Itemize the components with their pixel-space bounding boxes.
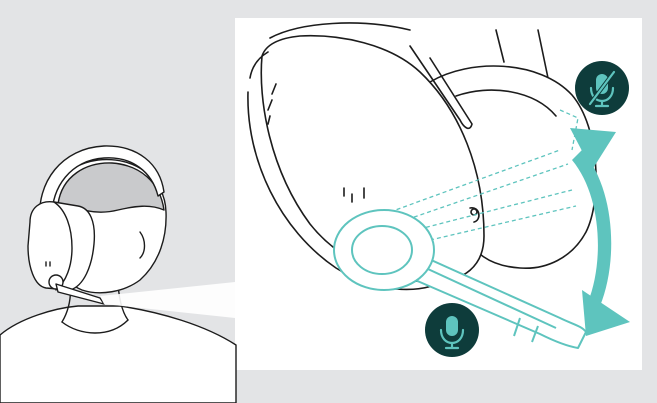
microphone-active-badge [425,303,479,357]
microphone-muted-badge [575,61,629,115]
boom-pivot-inner [352,226,412,274]
